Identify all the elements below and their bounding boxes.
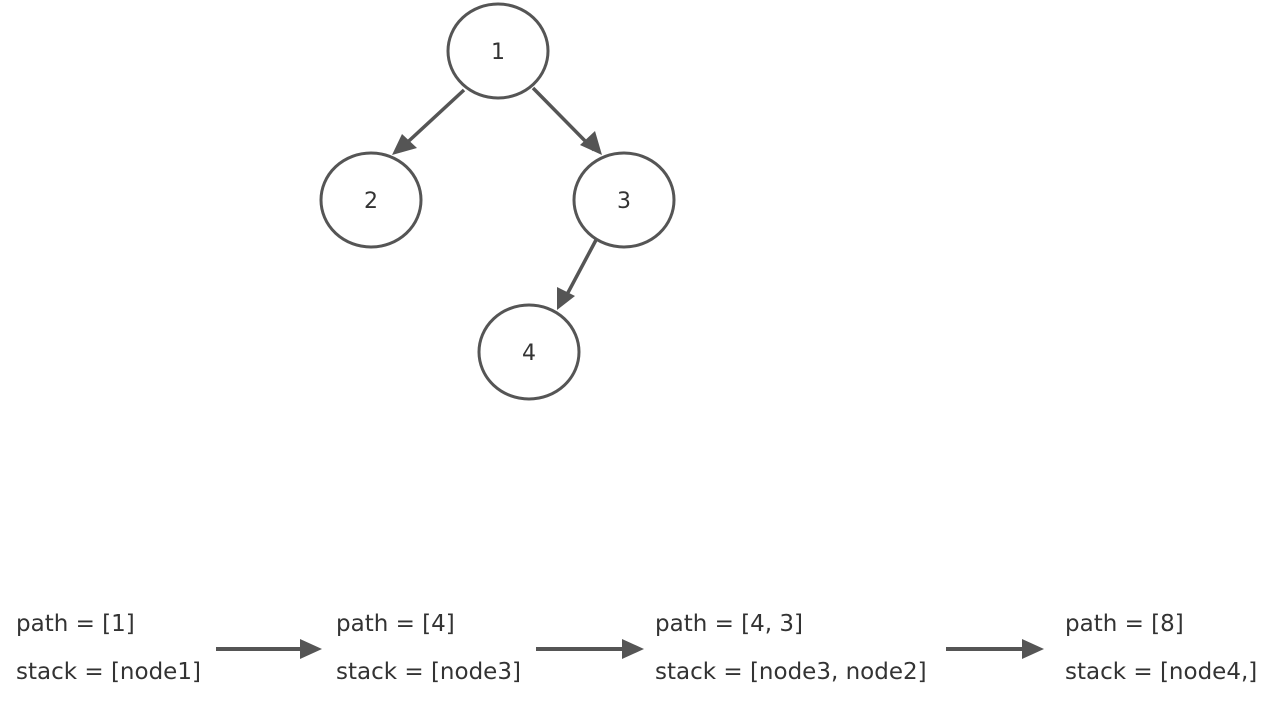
node-circle — [446, 2, 550, 100]
tree-node-4: 4 — [477, 303, 581, 401]
step-arrow-1-head — [300, 639, 322, 659]
step-4-stack: stack = [node4,] — [1065, 659, 1258, 685]
node-label: 1 — [491, 40, 505, 65]
tree-node-3: 3 — [572, 151, 676, 249]
node-label: 4 — [522, 341, 536, 366]
edge-1-to-2-arrowhead — [392, 134, 417, 155]
edge-3-to-4-arrowhead — [557, 287, 575, 310]
edge-1-to-3 — [531, 86, 596, 152]
node-circle — [572, 151, 676, 249]
step-arrows — [216, 639, 1044, 659]
edge-3-to-4 — [561, 239, 598, 303]
step-3-path: path = [4, 3] — [655, 611, 804, 637]
node-label: 2 — [364, 189, 378, 214]
step-arrow-2-head — [622, 639, 644, 659]
node-circle — [477, 303, 581, 401]
step-3-stack: stack = [node3, node2] — [655, 659, 927, 685]
step-4-path: path = [8] — [1065, 611, 1184, 637]
tree-node-2: 2 — [319, 151, 423, 249]
step-1-path: path = [1] — [16, 611, 135, 637]
step-arrow-3-head — [1022, 639, 1044, 659]
tree-node-1: 1 — [446, 2, 550, 100]
node-circle — [319, 151, 423, 249]
edge-1-to-3-arrowhead — [580, 131, 602, 155]
step-1-stack: stack = [node1] — [16, 659, 201, 685]
step-2-stack: stack = [node3] — [336, 659, 521, 685]
tree-edges — [392, 86, 602, 310]
step-2-path: path = [4] — [336, 611, 455, 637]
node-label: 3 — [617, 189, 631, 214]
